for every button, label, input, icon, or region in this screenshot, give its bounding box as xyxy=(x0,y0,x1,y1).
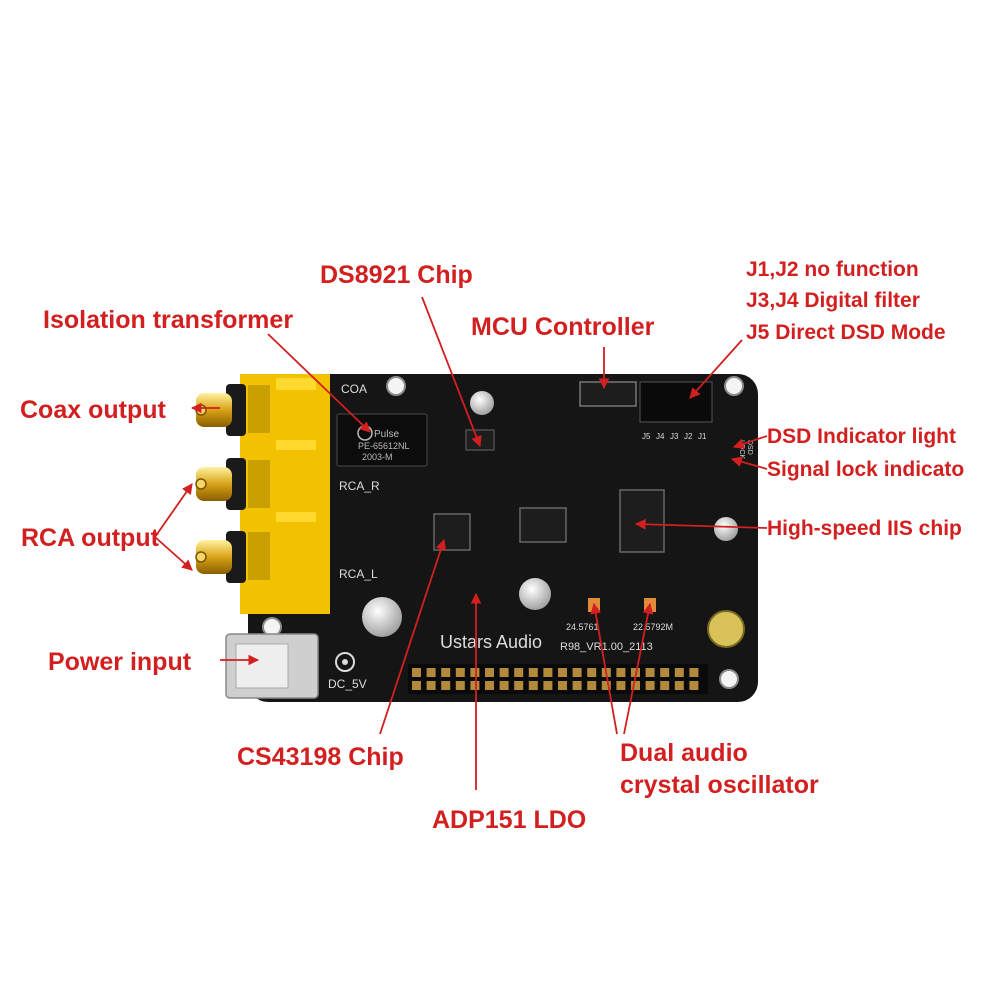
label-iis-chip: High-speed IIS chip xyxy=(767,517,962,540)
svg-text:LOCK: LOCK xyxy=(738,440,745,459)
gpio-pin xyxy=(645,681,655,690)
label-signal-lock: Signal lock indicato xyxy=(767,458,965,481)
cs43198-chip xyxy=(433,513,471,551)
label-adp151: ADP151 LDO xyxy=(432,806,587,834)
gpio-pin xyxy=(616,681,626,690)
gpio-pin xyxy=(455,681,465,690)
gpio-pin xyxy=(485,681,494,690)
silk-rca-l: RCA_L xyxy=(339,567,378,581)
svg-text:DSD: DSD xyxy=(746,440,753,455)
label-coax-output: Coax output xyxy=(20,396,166,424)
gpio-pin xyxy=(514,668,524,677)
silk-brand: Ustars Audio xyxy=(440,632,542,652)
gpio-pin xyxy=(528,681,538,690)
silk-coa: COA xyxy=(341,382,367,396)
label-ds8921: DS8921 Chip xyxy=(320,261,473,289)
gpio-pin xyxy=(426,668,436,677)
gpio-pin xyxy=(674,668,684,677)
svg-text:Pulse: Pulse xyxy=(374,429,399,440)
gpio-pin xyxy=(499,681,509,690)
annotation-arrows xyxy=(154,296,768,790)
silk-rca-r: RCA_R xyxy=(339,479,380,493)
gpio-pin xyxy=(558,681,567,690)
gpio-header xyxy=(408,664,708,694)
label-jumper-j5: J5 Direct DSD Mode xyxy=(746,321,946,344)
gpio-pin xyxy=(412,668,421,677)
gpio-pin xyxy=(558,668,567,677)
gpio-pin xyxy=(572,668,582,677)
gpio-pin xyxy=(543,681,553,690)
svg-text:J4: J4 xyxy=(656,432,665,441)
label-isolation-transformer: Isolation transformer xyxy=(43,306,294,334)
capacitors xyxy=(362,391,745,648)
gpio-pin xyxy=(587,668,597,677)
gpio-pin xyxy=(645,668,655,677)
svg-text:PE-65612NL: PE-65612NL xyxy=(358,441,410,451)
svg-text:J1: J1 xyxy=(698,432,707,441)
gpio-pin xyxy=(499,668,509,677)
mcu-chip xyxy=(579,381,637,407)
gpio-pin xyxy=(514,681,524,690)
label-mcu: MCU Controller xyxy=(471,313,655,341)
isolation-transformer: Pulse PE-65612NL 2003-M xyxy=(336,413,428,467)
silk-dc: DC_5V xyxy=(328,677,367,691)
gpio-pin xyxy=(674,681,684,690)
gpio-pin xyxy=(543,668,553,677)
gpio-pin xyxy=(689,681,699,690)
label-cs43198: CS43198 Chip xyxy=(237,743,404,771)
gpio-pin xyxy=(587,681,597,690)
gpio-pin xyxy=(689,668,699,677)
rca-connector-block xyxy=(195,374,330,614)
led-silk: DSD LOCK xyxy=(738,440,753,459)
gpio-pin xyxy=(455,668,465,677)
label-rca-output: RCA output xyxy=(21,524,159,552)
label-jumper-j3-j4: J3,J4 Digital filter xyxy=(746,289,920,312)
gpio-pin xyxy=(441,681,451,690)
gpio-pin xyxy=(470,668,480,677)
gpio-pin xyxy=(412,681,421,690)
label-crystal-line2: crystal oscillator xyxy=(620,771,819,799)
gpio-pin xyxy=(426,681,436,690)
gpio-pin xyxy=(441,668,451,677)
dc-jack xyxy=(225,633,355,699)
silk-version: R98_VR1.00_2113 xyxy=(560,641,653,653)
gpio-pin xyxy=(572,681,582,690)
gpio-pin xyxy=(631,681,640,690)
iis-chip xyxy=(619,489,665,553)
label-dsd-indicator: DSD Indicator light xyxy=(767,425,956,448)
gpio-pin xyxy=(660,668,670,677)
gpio-pin xyxy=(601,681,611,690)
gpio-pin xyxy=(528,668,538,677)
jumper-header xyxy=(639,381,713,423)
svg-text:24.5761: 24.5761 xyxy=(566,622,599,632)
svg-text:J2: J2 xyxy=(684,432,693,441)
gpio-pin xyxy=(660,681,670,690)
label-power-input: Power input xyxy=(48,648,192,676)
jumper-silk: J5 J4 J3 J2 J1 xyxy=(642,432,707,441)
mounting-holes xyxy=(262,376,744,689)
label-crystal-line1: Dual audio xyxy=(620,739,748,767)
label-jumper-j1-j2: J1,J2 no function xyxy=(746,258,919,281)
gpio-pin xyxy=(470,681,480,690)
gpio-pin xyxy=(485,668,494,677)
svg-text:J3: J3 xyxy=(670,432,679,441)
gpio-pin xyxy=(616,668,626,677)
svg-text:J5: J5 xyxy=(642,432,651,441)
svg-text:22.5792M: 22.5792M xyxy=(633,622,673,632)
svg-text:2003-M: 2003-M xyxy=(362,452,393,462)
